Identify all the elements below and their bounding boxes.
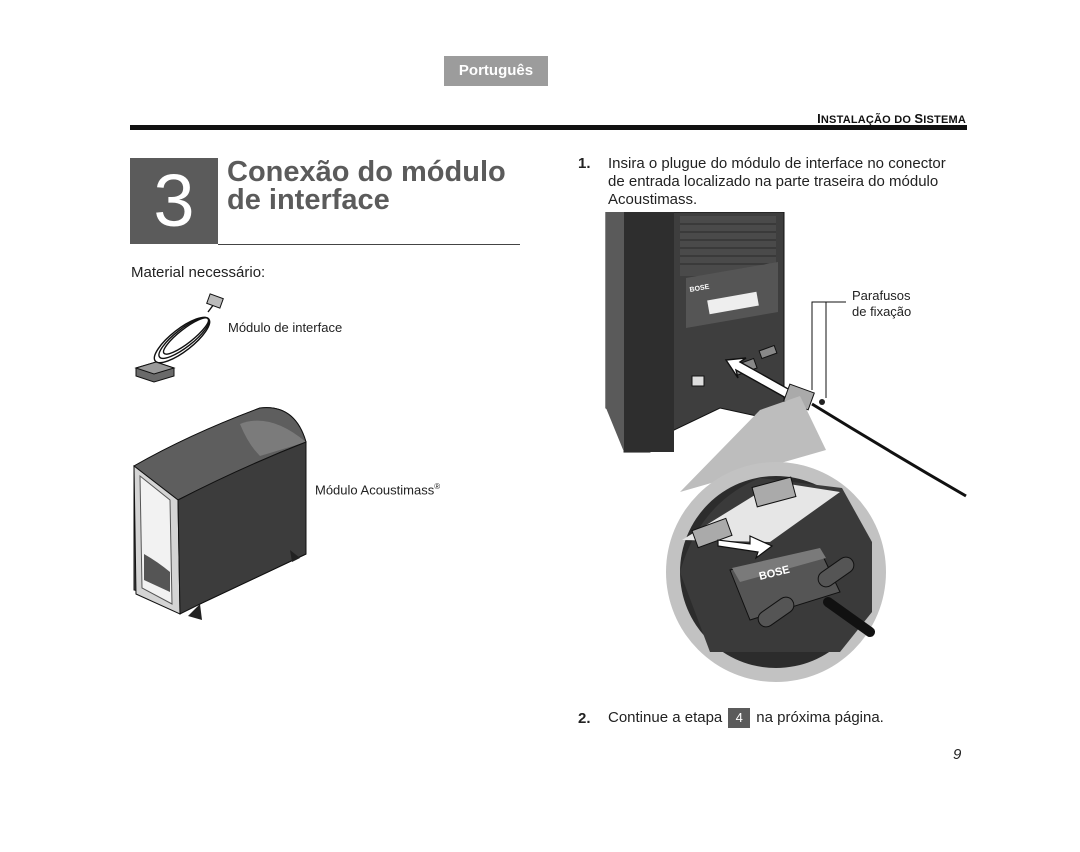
materials-heading: Material necessário: — [131, 264, 266, 281]
header-rule — [130, 125, 967, 130]
step-number-box: 3 — [130, 158, 218, 244]
step-title-line2: de interface — [227, 184, 390, 216]
step-title: Conexão do módulo de interface — [227, 156, 506, 216]
bose-logo-small: BOSE — [689, 284, 710, 294]
step-title-line1: Conexão do módulo — [227, 156, 506, 188]
title-rule — [218, 244, 520, 245]
section-title: INSTALAÇÃO DO SISTEMA — [817, 111, 966, 126]
interface-module-illustration — [134, 293, 224, 383]
acoustimass-module-illustration — [133, 407, 307, 620]
step-reference-badge[interactable]: 4 — [728, 708, 751, 728]
step1-instruction: 1. Insira o plugue do módulo de interfac… — [578, 155, 946, 208]
page-number: 9 — [953, 746, 962, 763]
rear-panel-illustration: BOSE BOSE — [605, 212, 967, 682]
language-tab[interactable]: Português — [444, 56, 548, 86]
interface-module-label: Módulo de interface — [228, 320, 343, 335]
screws-label: Parafusos de fixação — [852, 288, 912, 319]
acoustimass-label: Módulo Acoustimass® — [315, 482, 441, 498]
